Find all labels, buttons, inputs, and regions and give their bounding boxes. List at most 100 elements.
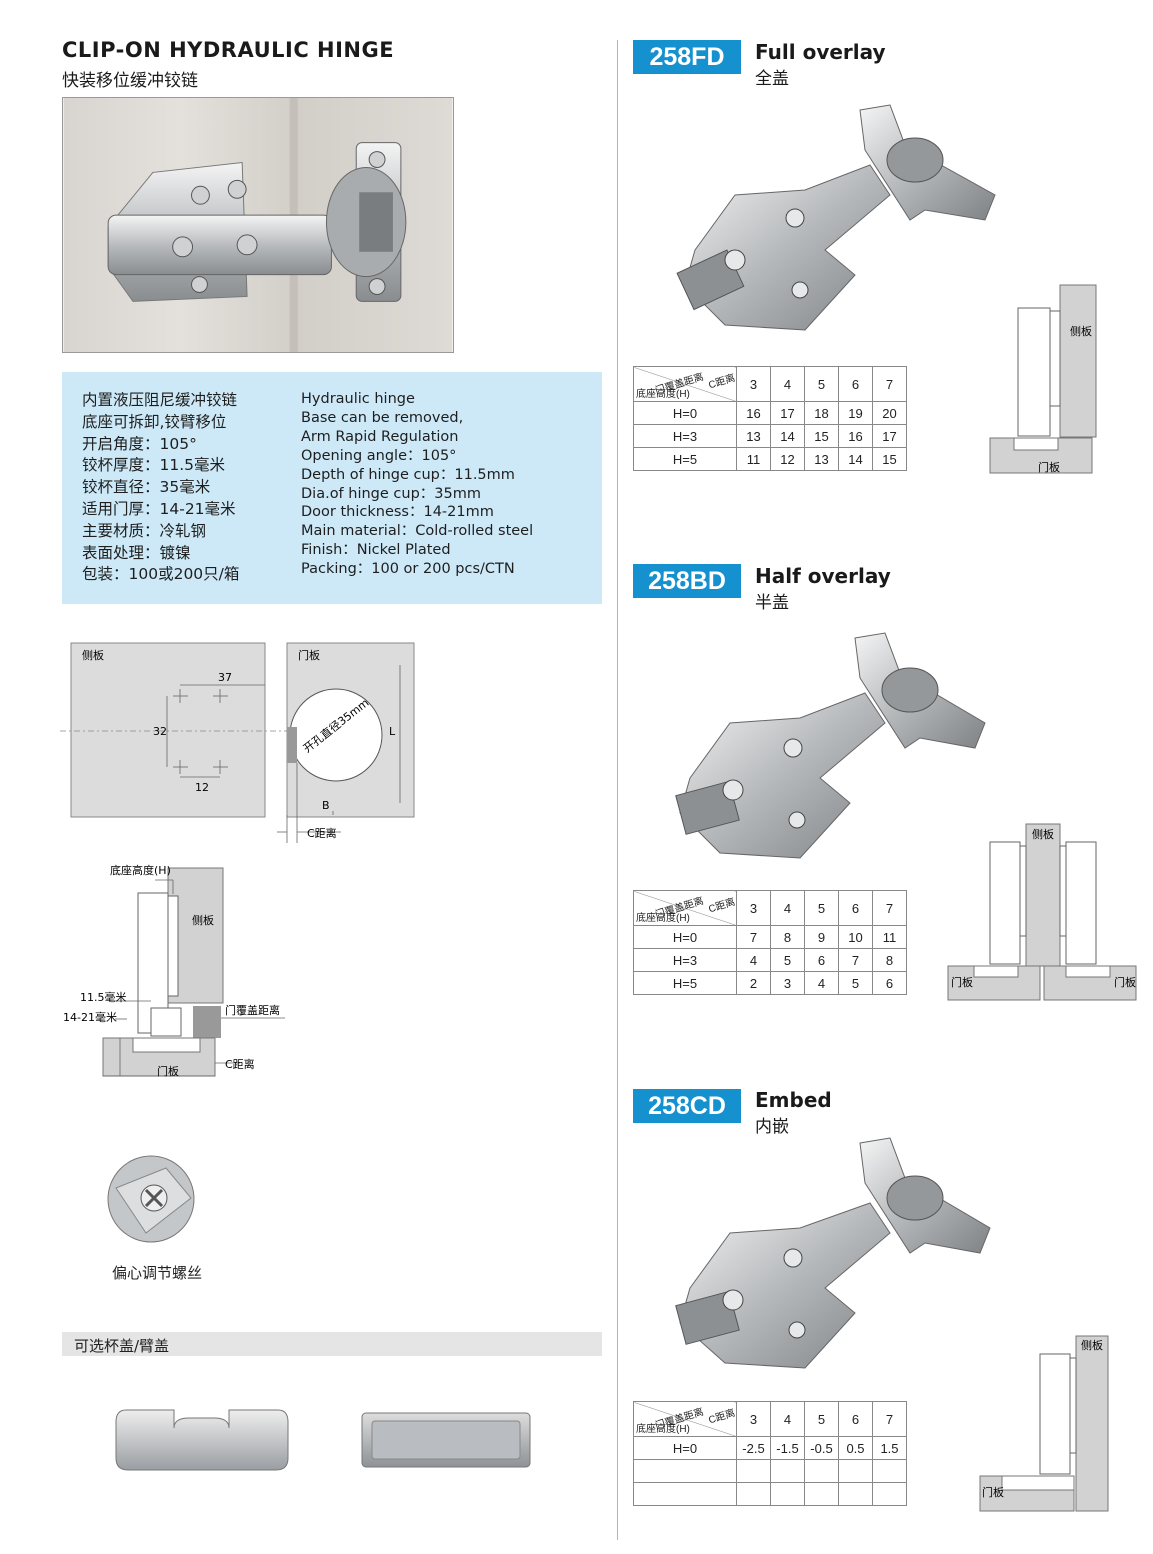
spec-en-line: Base can be removed, — [301, 409, 464, 426]
row-label: H=0 — [633, 925, 737, 949]
column-divider — [617, 40, 618, 1540]
table-cell: 8 — [872, 948, 907, 972]
side-panel-label: 侧板 — [1070, 324, 1092, 338]
spec-cn-line: 包装：100或200只/箱 — [82, 565, 240, 584]
table-col-header: 5 — [804, 1401, 839, 1437]
c-distance-label: C距离 — [225, 1057, 255, 1071]
row-label — [633, 1482, 737, 1506]
spec-cn-line: 开启角度：105° — [82, 434, 197, 453]
table-cell: 17 — [770, 401, 805, 425]
table-cell: 13 — [736, 424, 771, 448]
table-col-header: 3 — [736, 1401, 771, 1437]
table-cell: 20 — [872, 401, 907, 425]
table-cell: 16 — [736, 401, 771, 425]
table-cell — [770, 1459, 805, 1483]
table-cell — [872, 1459, 907, 1483]
table-cell: 8 — [770, 925, 805, 949]
spec-cn-line: 内置液压阻尼缓冲铰链 — [82, 391, 238, 409]
spec-cn-line: 适用门厚：14-21毫米 — [82, 499, 236, 518]
table-col-header: 6 — [838, 890, 873, 926]
cup-cover-image — [115, 1409, 289, 1471]
header-base-height: 底座高度(H) — [636, 1424, 690, 1435]
table-row: H=3 13 14 15 16 17 — [633, 424, 907, 448]
table-cell — [804, 1482, 839, 1506]
door-panel-label-right: 门板 — [1114, 975, 1136, 989]
hinge-product-photo — [62, 97, 454, 353]
spec-en-line: Arm Rapid Regulation — [301, 428, 459, 445]
row-label: H=3 — [633, 424, 737, 448]
table-cell: -0.5 — [804, 1436, 839, 1460]
c-distance-label: C距离 — [307, 826, 337, 840]
dim-b: B — [322, 799, 330, 812]
mount-diagram-258bd: 侧板 门板 门板 — [947, 823, 1137, 1001]
model-badge-258fd: 258FD — [633, 40, 741, 74]
model-name-cn: 全盖 — [755, 69, 789, 89]
table-row: H=3 4 5 6 7 8 — [633, 948, 907, 972]
table-cell: 11 — [872, 925, 907, 949]
page-subtitle: 快装移位缓冲铰链 — [62, 71, 198, 91]
table-cell: 12 — [770, 447, 805, 471]
header-base-height: 底座高度(H) — [636, 389, 690, 400]
hinge-image-258bd — [675, 632, 986, 859]
table-cell — [804, 1459, 839, 1483]
table-col-header: 5 — [804, 366, 839, 402]
side-panel-label: 侧板 — [1081, 1338, 1103, 1352]
model-badge-258bd: 258BD — [633, 564, 741, 598]
table-cell: 4 — [804, 971, 839, 995]
spec-en-line: Door thickness：14-21mm — [301, 504, 494, 521]
table-cell — [736, 1459, 771, 1483]
table-cell: 9 — [804, 925, 839, 949]
spec-table-258bd: C距离 门覆盖距离 底座高度(H) 3 4 5 6 7 H=0 7 8 9 10… — [633, 890, 907, 995]
table-cell: 16 — [838, 424, 873, 448]
table-cell: 6 — [804, 948, 839, 972]
table-col-header: 4 — [770, 890, 805, 926]
door-thickness-label: 14-21毫米 — [63, 1010, 117, 1024]
page-title: CLIP-ON HYDRAULIC HINGE — [62, 38, 395, 62]
table-cell: 3 — [770, 971, 805, 995]
spec-cn-line: 底座可拆卸,铰臂移位 — [82, 412, 227, 431]
table-cell: 6 — [872, 971, 907, 995]
spec-en-line: Main material：Cold-rolled steel — [301, 523, 534, 540]
table-cell: 15 — [872, 447, 907, 471]
table-cell — [838, 1459, 873, 1483]
row-label: H=3 — [633, 948, 737, 972]
model-name-cn: 内嵌 — [755, 1117, 789, 1137]
header-c-distance: C距离 — [707, 1407, 737, 1427]
model-name-en: Full overlay — [755, 40, 886, 64]
header-c-distance: C距离 — [707, 372, 737, 392]
dim-32: 32 — [153, 725, 167, 738]
table-cell: 10 — [838, 925, 873, 949]
drilling-diagram: 侧板 门板 37 32 12 L B 开孔直径35mm C距离 — [60, 642, 415, 843]
table-cell: 13 — [804, 447, 839, 471]
mount-diagram-258cd: 侧板 门板 — [979, 1335, 1109, 1512]
table-header-diagonal: C距离 门覆盖距离 底座高度(H) — [633, 890, 737, 926]
spec-cn-line: 主要材质：冷轧钢 — [82, 521, 207, 540]
table-row: H=5 2 3 4 5 6 — [633, 971, 907, 995]
table-cell: 4 — [736, 948, 771, 972]
table-header-diagonal: C距离 门覆盖距离 底座高度(H) — [633, 1401, 737, 1437]
table-cell: 7 — [736, 925, 771, 949]
table-col-header: 3 — [736, 890, 771, 926]
spec-list-cn: 内置液压阻尼缓冲铰链 底座可拆卸,铰臂移位 开启角度：105° 铰杯厚度：11.… — [82, 390, 239, 586]
model-badge-258cd: 258CD — [633, 1089, 741, 1123]
model-name-en: Half overlay — [755, 564, 891, 588]
spec-en-line: Packing：100 or 200 pcs/CTN — [301, 561, 515, 578]
model-name-cn: 半盖 — [755, 593, 789, 613]
table-col-header: 5 — [804, 890, 839, 926]
overlay-distance-label: 门覆盖距离 — [225, 1003, 280, 1017]
specification-box: 内置液压阻尼缓冲铰链 底座可拆卸,铰臂移位 开启角度：105° 铰杯厚度：11.… — [62, 372, 602, 604]
model-name-en: Embed — [755, 1088, 832, 1112]
base-height-label: 底座高度(H) — [110, 863, 171, 877]
table-cell: 15 — [804, 424, 839, 448]
spec-cn-line: 铰杯直径：35毫米 — [82, 478, 211, 497]
hinge-image-258fd — [676, 104, 996, 331]
header-base-height: 底座高度(H) — [636, 913, 690, 924]
header-c-distance: C距离 — [707, 896, 737, 916]
eccentric-screw-label: 偏心调节螺丝 — [112, 1264, 203, 1282]
spec-en-line: Opening angle：105° — [301, 447, 457, 464]
spec-en-line: Dia.of hinge cup：35mm — [301, 485, 481, 502]
table-header-diagonal: C距离 门覆盖距离 底座高度(H) — [633, 366, 737, 402]
optional-covers-label: 可选杯盖/臂盖 — [74, 1337, 170, 1355]
mount-diagram-258fd: 侧板 门板 — [989, 284, 1097, 474]
door-panel-label-left: 门板 — [951, 975, 973, 989]
